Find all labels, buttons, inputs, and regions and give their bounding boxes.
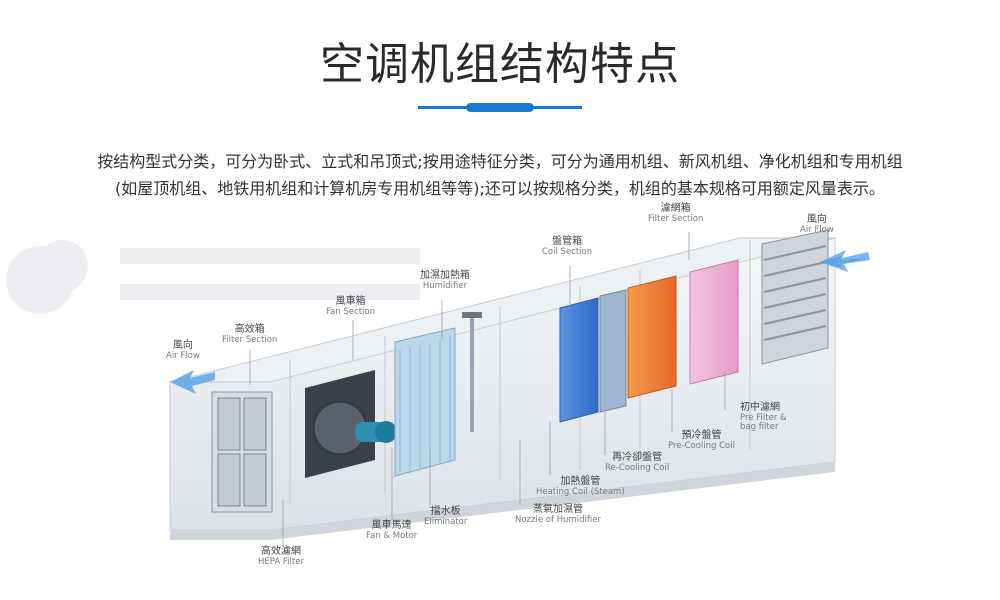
label-fan-motor: 風車馬達 Fan & Motor xyxy=(366,520,418,541)
title-underline-accent xyxy=(466,103,534,112)
label-fan-section: 風車箱 Fan Section xyxy=(326,296,375,317)
label-humidifier: 加濕加熱箱 Humidifier xyxy=(420,270,470,291)
label-heating-coil: 加熱盤管 Heating Coil (Steam) xyxy=(536,476,625,497)
label-hepa-filter: 高效濾網 HEPA Filter xyxy=(258,546,304,567)
hepa-filter-graphic xyxy=(211,391,273,513)
airflow-arrow-right-body xyxy=(820,250,870,272)
label-air-flow-right: 風向 Air Flow xyxy=(800,214,834,235)
bag-filter-graphic xyxy=(689,259,739,385)
label-pre-cooling-coil: 預冷盤管 Pre-Cooling Coil xyxy=(668,430,735,451)
re-cooling-coil-graphic xyxy=(599,289,627,413)
label-air-flow-left: 風向 Air Flow xyxy=(166,340,200,361)
leader-lines xyxy=(249,232,726,545)
ahu-illustration xyxy=(169,229,870,545)
humidifier-graphic xyxy=(462,312,482,432)
fan-motor-graphic xyxy=(305,370,397,478)
airflow-arrow-left xyxy=(170,370,215,394)
page-title: 空调机组结构特点 xyxy=(320,39,680,90)
eliminator-graphic xyxy=(394,327,456,477)
ahu-structure-diagram: 濾網箱 Filter Section 風向 Air Flow 盤管箱 Coil … xyxy=(0,200,1000,600)
unit-base xyxy=(170,462,835,540)
label-eliminator: 擋水板 Eliminator xyxy=(424,506,468,527)
heating-coil-graphic xyxy=(559,297,599,423)
label-coil-section: 盤管箱 Coil Section xyxy=(542,236,593,257)
pre-cooling-coil-graphic xyxy=(627,275,677,399)
inlet-louver-graphic xyxy=(761,229,829,365)
description-line-2: (如屋顶机组、地铁用机组和计算机房专用机组等等);还可以按规格分类，机组的基本规… xyxy=(115,179,885,198)
label-hepa-section: 高效箱 Filter Section xyxy=(222,324,278,345)
label-filter-section-top: 濾網箱 Filter Section xyxy=(648,203,704,224)
label-re-cooling-coil: 再冷卻盤管 Re-Cooling Coil xyxy=(605,452,670,473)
label-pre-bag-filter: 初中濾網 Pre Filter & bag filter xyxy=(740,402,787,433)
label-steam-nozzle: 蒸氣加濕管 Nozzle of Humidifier xyxy=(515,504,601,525)
description-line-1: 按结构型式分类，可分为卧式、立式和吊顶式;按用途特征分类，可分为通用机组、新风机… xyxy=(97,152,903,171)
